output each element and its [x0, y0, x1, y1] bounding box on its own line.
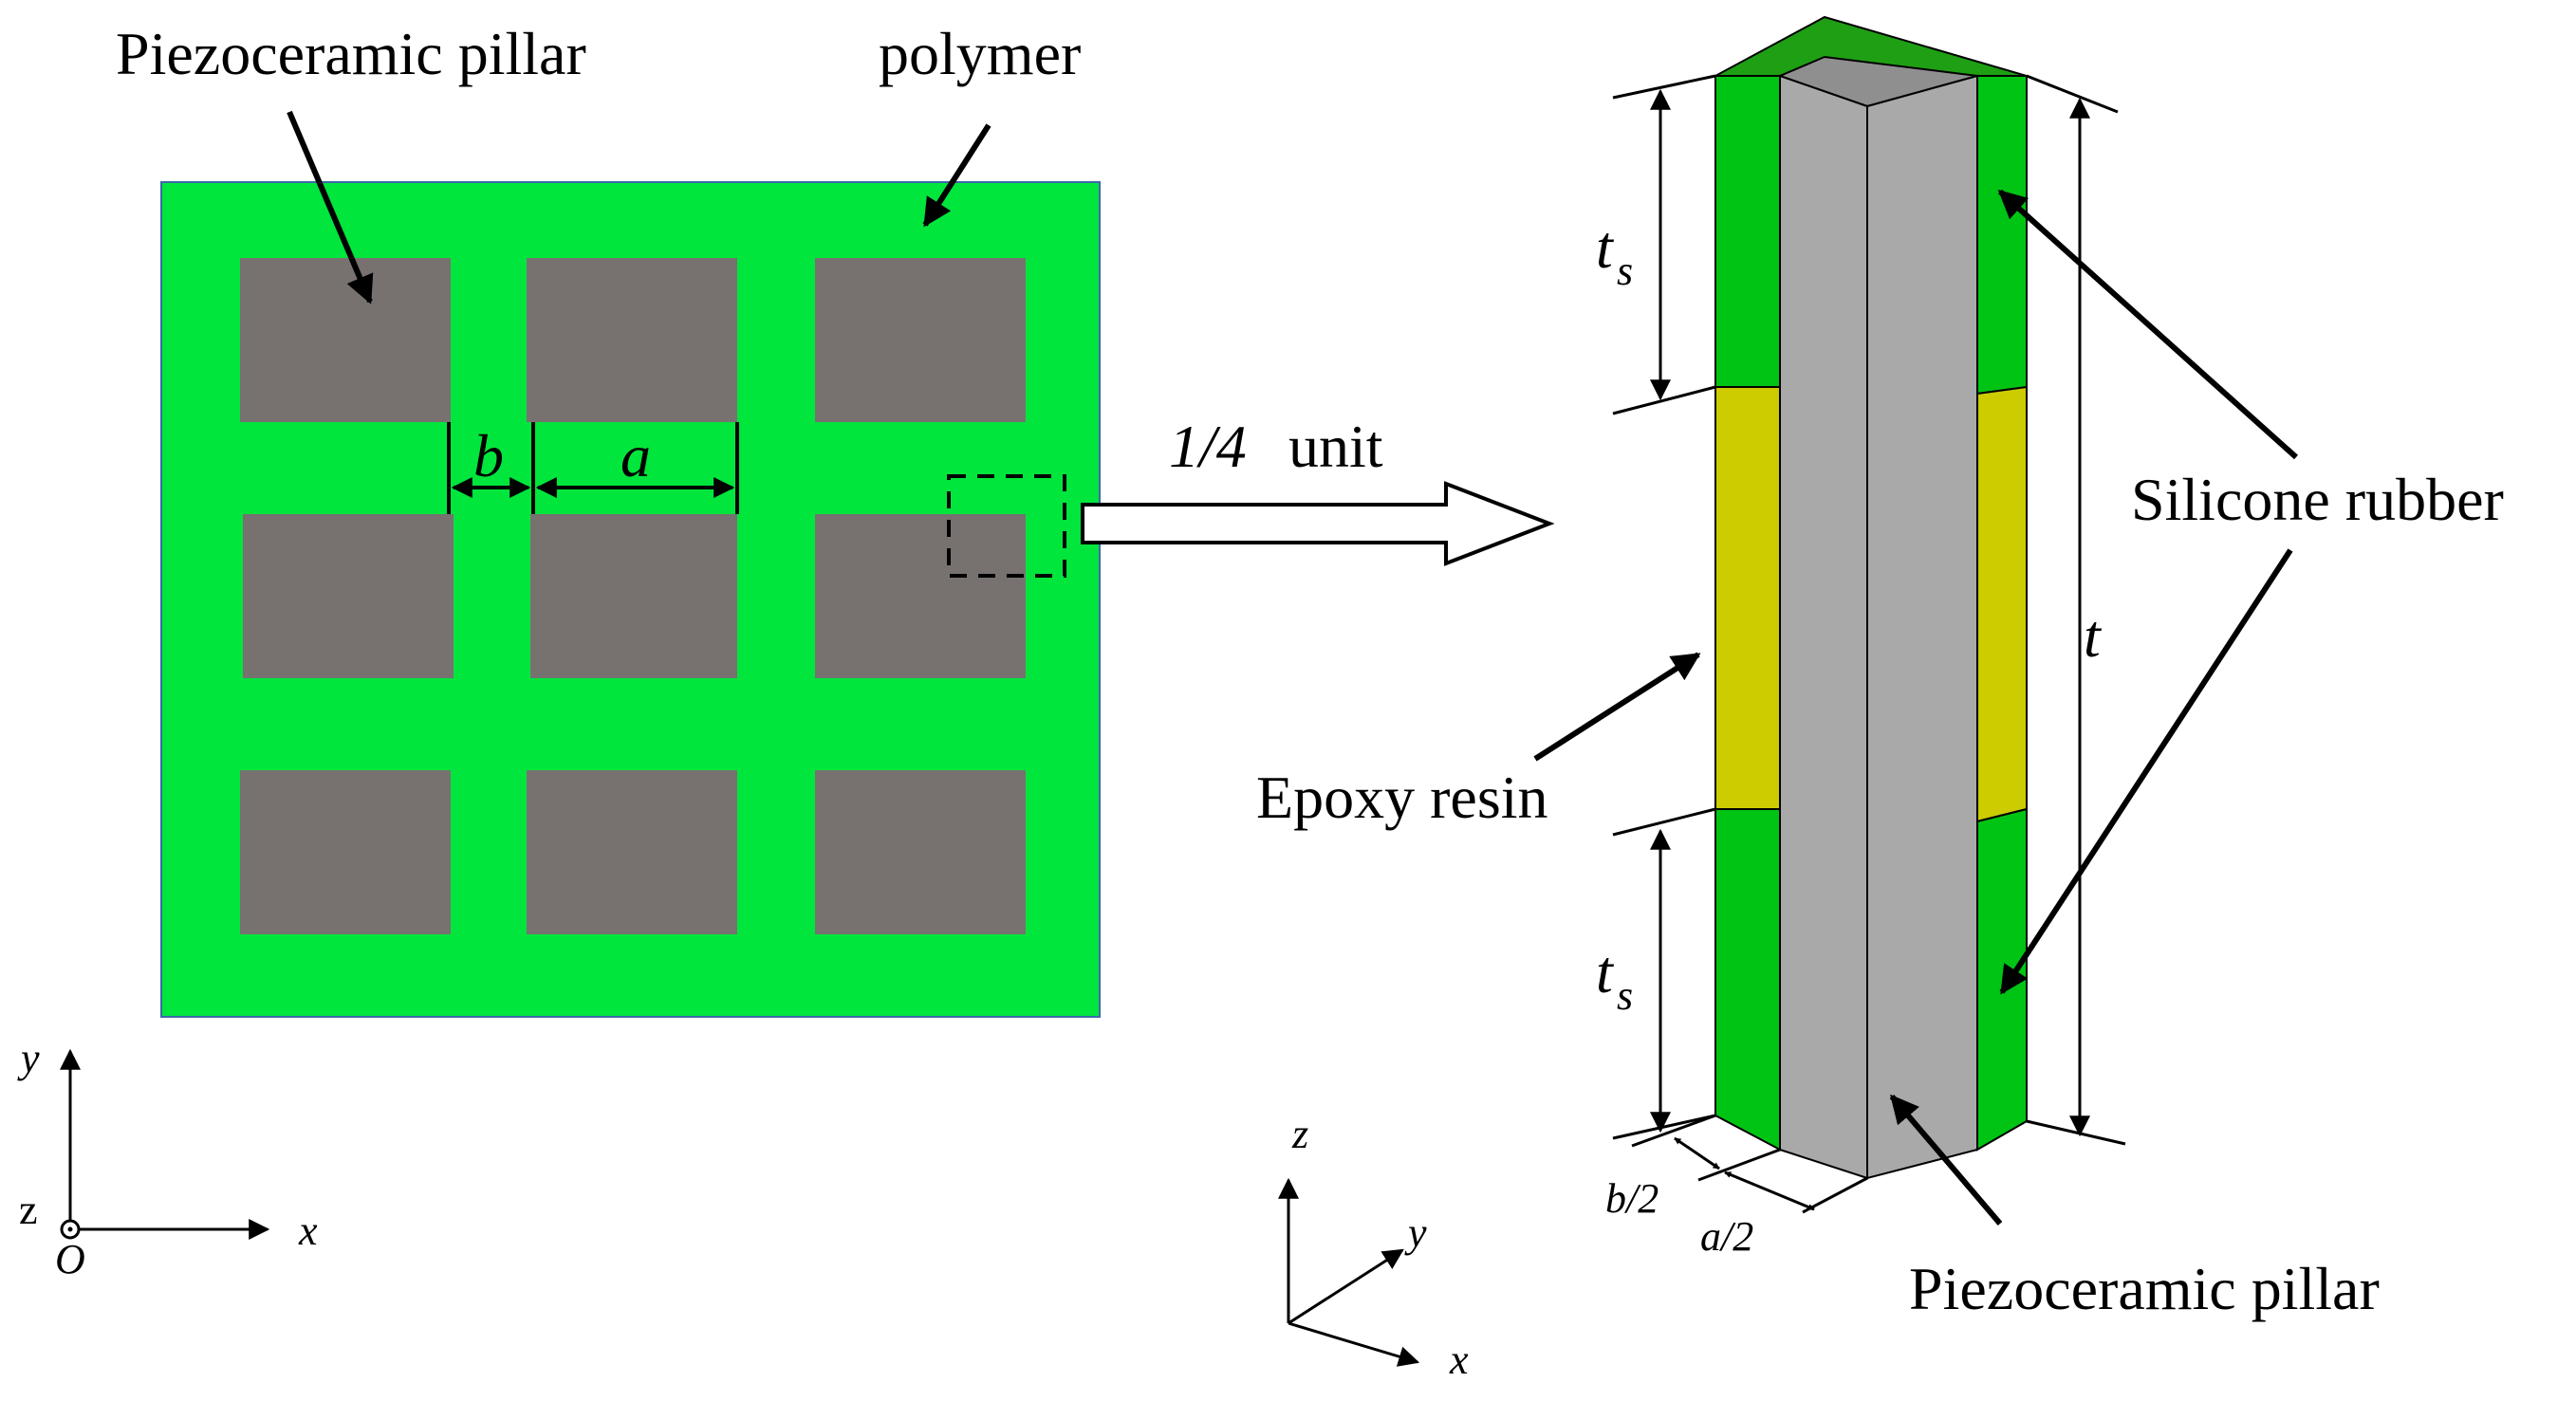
- dim-t-label: t: [2084, 602, 2103, 670]
- label-piezoceramic-pillar-left: Piezoceramic pillar: [116, 20, 586, 87]
- axes-left: [60, 1048, 270, 1240]
- arrow-epoxy-resin: [1533, 652, 1701, 762]
- dimension-ts-bottom: [1612, 807, 1716, 1140]
- right-rubber-top: [1976, 75, 2028, 396]
- axes-right: [1278, 1177, 1420, 1367]
- label-quarter-unit-fraction: 1/4: [1169, 413, 1247, 480]
- left-rubber-top: [1714, 75, 1781, 388]
- arrow-piezo-pillar-right: [1889, 1094, 2003, 1226]
- pillar-face-right: [1866, 74, 1978, 1180]
- right-epoxy: [1976, 385, 2028, 823]
- dim-ts-bottom-label: t: [1596, 938, 1615, 1005]
- label-piezoceramic-pillar-right: Piezoceramic pillar: [1909, 1255, 2380, 1322]
- pillar-r2c2: [530, 514, 737, 678]
- label-polymer: polymer: [879, 20, 1081, 87]
- dimension-t: [2026, 74, 2126, 1146]
- left-rubber-bottom: [1714, 808, 1781, 1152]
- axis-right-x: x: [1449, 1336, 1469, 1383]
- dimension-ts-top: [1612, 74, 1716, 415]
- pillar-grid: [240, 258, 1026, 934]
- axis-right-z: z: [1291, 1111, 1308, 1157]
- pillar-r1c3: [815, 258, 1026, 422]
- pillar-r3c1: [240, 770, 451, 934]
- pillar-r2c1: [243, 514, 454, 678]
- arrow-piezo-pillar-left: [287, 110, 374, 304]
- axis-left-y: y: [17, 1035, 40, 1081]
- axis-left-origin: O: [55, 1236, 85, 1282]
- composite-top-view: b a: [160, 181, 1101, 1018]
- dim-ts-top-sub: s: [1617, 248, 1633, 294]
- pillar-face-left: [1779, 74, 1868, 1180]
- dimension-half-b-half-a: [1631, 1114, 1868, 1214]
- arrow-silicone-rubber-top: [1997, 189, 2299, 460]
- quarter-unit-arrow: [1081, 481, 1555, 566]
- dim-b-label: b: [473, 422, 504, 489]
- dim-ts-top-label: t: [1596, 213, 1615, 281]
- quarter-unit-selection-box: [947, 474, 1066, 578]
- label-epoxy-resin: Epoxy resin: [1256, 764, 1548, 831]
- pillar-r1c2: [527, 258, 737, 422]
- pillar-r1c1: [240, 258, 451, 422]
- left-epoxy: [1714, 386, 1781, 810]
- pillar-r3c3: [815, 770, 1026, 934]
- pillar-r3c2: [527, 770, 737, 934]
- dim-ts-bottom-sub: s: [1617, 972, 1633, 1019]
- dim-a-label: a: [621, 422, 651, 489]
- right-rubber-bottom: [1976, 807, 2028, 1152]
- axis-right-y: y: [1404, 1209, 1427, 1256]
- unit-cell-3d: [1713, 15, 2029, 1180]
- dim-half-a-label: a/2: [1700, 1213, 1753, 1260]
- label-silicone-rubber: Silicone rubber: [2131, 466, 2504, 533]
- label-quarter-unit-word: unit: [1288, 413, 1383, 480]
- dim-half-b-label: b/2: [1605, 1175, 1659, 1222]
- arrow-silicone-rubber-bottom: [1999, 548, 2293, 995]
- axis-left-x: x: [298, 1207, 318, 1254]
- dimension-b-a: [447, 422, 739, 514]
- pillar-r2c3: [815, 514, 1026, 678]
- arrow-polymer: [922, 123, 991, 228]
- axis-left-z: z: [19, 1187, 38, 1233]
